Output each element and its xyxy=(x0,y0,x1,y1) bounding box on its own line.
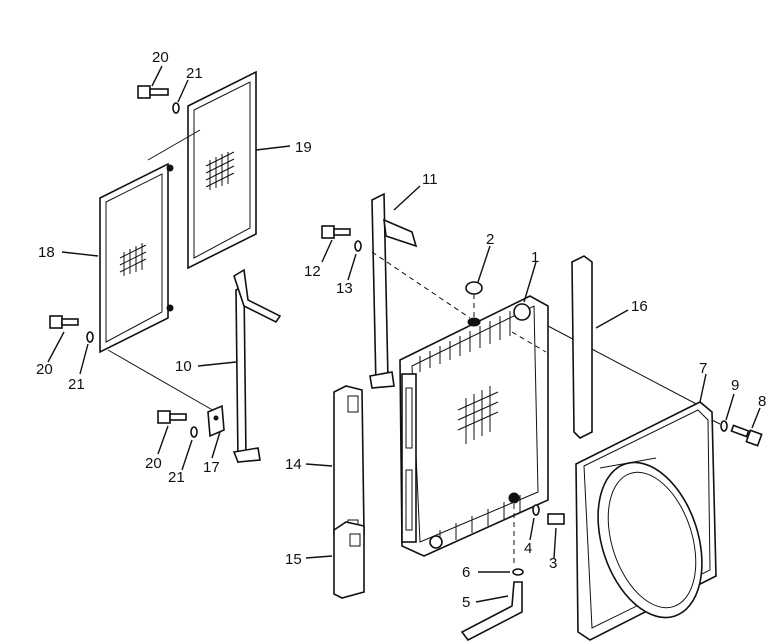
block-15 xyxy=(305,521,365,599)
stay-11 xyxy=(369,185,471,389)
radiator-1 xyxy=(399,261,705,557)
callout-10: 10 xyxy=(175,358,192,375)
callout-12: 12 xyxy=(304,263,321,280)
callout-21-bottom: 21 xyxy=(168,469,185,486)
callout-2: 2 xyxy=(486,231,494,248)
washer-21-left xyxy=(79,331,94,375)
washer-21-top xyxy=(172,79,189,114)
callout-16: 16 xyxy=(631,298,648,315)
callout-8: 8 xyxy=(758,393,766,410)
callout-3: 3 xyxy=(549,555,557,572)
radiator-fins xyxy=(419,311,521,546)
bolt-8 xyxy=(730,407,763,447)
bolt-20-left xyxy=(47,315,79,363)
callout-13: 13 xyxy=(336,280,353,297)
drain-hose-5 xyxy=(460,581,523,641)
bolt-20-top xyxy=(137,65,169,99)
callout-11: 11 xyxy=(422,171,438,188)
fan-shroud-7 xyxy=(575,373,717,641)
callout-14: 14 xyxy=(285,456,302,473)
bolt-12 xyxy=(321,225,351,263)
side-screen-19 xyxy=(147,70,291,270)
washer-9 xyxy=(711,393,735,432)
callout-6: 6 xyxy=(462,564,470,581)
callout-17: 17 xyxy=(203,459,220,476)
side-screen-18 xyxy=(61,162,217,413)
bracket-17 xyxy=(207,404,225,459)
callout-20-left: 20 xyxy=(36,361,53,378)
callout-labels: 1 2 3 4 5 6 7 8 9 10 11 12 13 14 15 16 1… xyxy=(36,49,766,611)
stay-16 xyxy=(571,255,629,439)
callout-20-top: 20 xyxy=(152,49,169,66)
callout-19: 19 xyxy=(295,139,312,156)
clip-6 xyxy=(478,504,524,576)
radiator-grid xyxy=(457,386,499,444)
callout-21-top: 21 xyxy=(186,65,203,82)
callout-5: 5 xyxy=(462,594,470,611)
stay-10 xyxy=(197,268,282,464)
bolt-20-bottom xyxy=(157,410,187,455)
callout-1: 1 xyxy=(531,249,539,266)
radiator-cap-2 xyxy=(465,245,491,327)
callout-7: 7 xyxy=(699,360,707,377)
block-14 xyxy=(305,385,365,541)
callout-15: 15 xyxy=(285,551,302,568)
washer-13 xyxy=(347,240,362,281)
drain-valve-3 xyxy=(547,513,565,559)
washer-21-bottom xyxy=(181,426,198,471)
callout-9: 9 xyxy=(731,377,739,394)
callout-21-left: 21 xyxy=(68,376,85,393)
washer-4 xyxy=(529,504,540,541)
callout-18: 18 xyxy=(38,244,55,261)
callout-20-bottom: 20 xyxy=(145,455,162,472)
callout-4: 4 xyxy=(524,540,532,557)
